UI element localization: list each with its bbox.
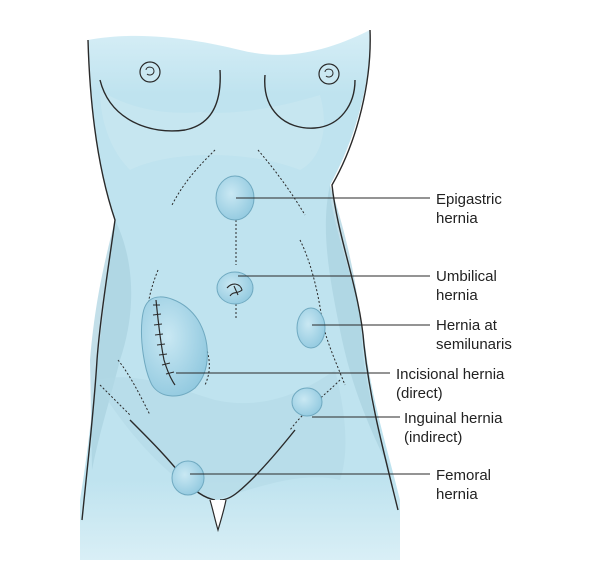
femoral-hernia bbox=[171, 460, 205, 496]
umbilicus-mark bbox=[226, 283, 243, 297]
label-inguinal-hernia: Inguinal hernia (indirect) bbox=[404, 409, 502, 447]
label-epigastric-line1: Epigastric bbox=[436, 191, 502, 208]
right-flank-shadow bbox=[325, 185, 390, 470]
label-semilunaris-line2: semilunaris bbox=[436, 336, 512, 353]
left-inguinal-ligament bbox=[117, 359, 151, 416]
right-costal-margin bbox=[257, 149, 306, 216]
label-umbilical-line1: Umbilical bbox=[436, 268, 497, 285]
label-femoral-line1: Femoral bbox=[436, 467, 492, 484]
right-nipple-inner bbox=[324, 68, 334, 78]
label-femoral-hernia: Femoral hernia bbox=[436, 466, 491, 504]
left-hip-dotted bbox=[99, 384, 131, 416]
label-incisional-line1: Incisional hernia bbox=[396, 366, 505, 383]
label-semilunaris-line1: Hernia at bbox=[436, 317, 497, 334]
label-semilunaris-hernia: Hernia at semilunaris bbox=[436, 316, 512, 354]
label-femoral-line2: hernia bbox=[436, 486, 478, 503]
left-flank-shadow bbox=[90, 220, 132, 470]
right-semilunar-line bbox=[299, 239, 346, 386]
label-umbilical-line2: hernia bbox=[436, 287, 478, 304]
right-groin-line bbox=[219, 429, 296, 501]
semilunaris-hernia bbox=[296, 307, 326, 349]
right-breast-outline bbox=[264, 74, 356, 129]
left-costal-margin bbox=[171, 149, 216, 206]
right-nipple bbox=[318, 63, 340, 85]
pubic-cleft bbox=[209, 499, 227, 533]
left-nipple-inner bbox=[145, 66, 155, 76]
inguinal-hernia bbox=[291, 387, 323, 417]
label-epigastric-line2: hernia bbox=[436, 210, 478, 227]
label-umbilical-hernia: Umbilical hernia bbox=[436, 267, 497, 305]
left-side-outline bbox=[81, 39, 116, 521]
label-inguinal-line2: (indirect) bbox=[404, 429, 463, 446]
label-epigastric-hernia: Epigastric hernia bbox=[436, 190, 502, 228]
left-nipple bbox=[139, 61, 161, 83]
label-inguinal-line1: Inguinal hernia bbox=[404, 410, 503, 427]
label-incisional-hernia: Incisional hernia (direct) bbox=[396, 365, 504, 403]
right-side-outline bbox=[331, 29, 399, 511]
left-breast-outline bbox=[99, 69, 221, 132]
lower-abdomen-shadow bbox=[95, 370, 346, 500]
label-incisional-line2: (direct) bbox=[396, 385, 443, 402]
incisional-scar bbox=[155, 299, 176, 386]
chest-shadow bbox=[100, 90, 324, 170]
incisional-scar-stitches bbox=[152, 304, 175, 375]
